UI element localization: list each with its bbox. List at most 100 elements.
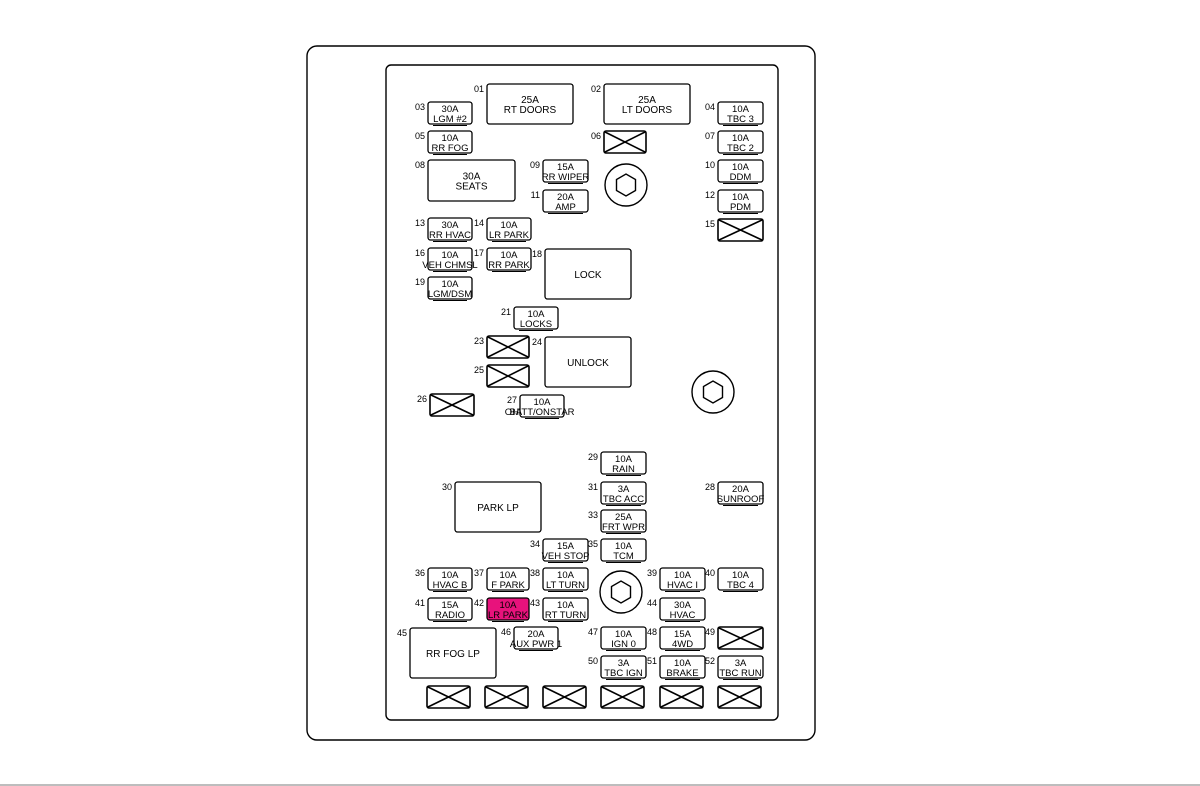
fuse-body bbox=[600, 538, 647, 562]
fuse-amperage: 20A bbox=[557, 192, 575, 203]
fuse-label: LR PARK bbox=[488, 610, 529, 621]
fuse-number: 19 bbox=[415, 277, 425, 287]
fuse-spare-1 bbox=[426, 685, 471, 709]
fuse-label: RADIO bbox=[435, 610, 465, 621]
fuse-number: 38 bbox=[530, 568, 540, 578]
fuse-number: 08 bbox=[415, 160, 425, 170]
fuse-amperage: 15A bbox=[557, 541, 575, 552]
fuse-amperage: 20A bbox=[732, 484, 750, 495]
fuse-number: 45 bbox=[397, 628, 407, 638]
fuse-body bbox=[486, 567, 530, 591]
fuse-label: TCM bbox=[613, 551, 634, 562]
fuse-body bbox=[717, 130, 764, 154]
fuse-label: 4WD bbox=[672, 639, 693, 650]
fuse-label: LOCKS bbox=[520, 319, 552, 330]
fuse-number: 35 bbox=[588, 539, 598, 549]
fuse-label: TBC RUN bbox=[719, 668, 761, 679]
fuse-number: 15 bbox=[705, 219, 715, 229]
fuse-label: F PARK bbox=[491, 580, 525, 591]
fuse-amperage: 15A bbox=[674, 629, 692, 640]
fuse-amperage: 3A bbox=[618, 658, 630, 669]
fuse-label: PDM bbox=[730, 202, 751, 213]
fuse-number: 47 bbox=[588, 627, 598, 637]
fuse-body bbox=[486, 83, 574, 125]
fuse-amperage: 10A bbox=[501, 250, 519, 261]
fuse-label: RR FOG LP bbox=[426, 649, 480, 660]
fuse-label: SUNROOF bbox=[717, 494, 765, 505]
fuse-body bbox=[600, 451, 647, 475]
fuse-body bbox=[717, 189, 764, 213]
fuse-number: 14 bbox=[474, 218, 484, 228]
fuse-label: RR FOG bbox=[432, 143, 469, 154]
fuse-number: 29 bbox=[588, 452, 598, 462]
fuse-number: 10 bbox=[705, 160, 715, 170]
fuse-amperage: 10A bbox=[528, 309, 546, 320]
fuse-body bbox=[427, 276, 473, 300]
fuse-body bbox=[542, 567, 589, 591]
fuse-body bbox=[544, 248, 632, 300]
fuse-number: 16 bbox=[415, 248, 425, 258]
fuse-amperage: 30A bbox=[442, 220, 460, 231]
empty-slot-cross-icon bbox=[543, 686, 586, 708]
fuse-body bbox=[659, 655, 706, 679]
empty-slot-cross-icon bbox=[718, 627, 763, 649]
fuse-number: 17 bbox=[474, 248, 484, 258]
fuse-25: 25 bbox=[474, 364, 530, 388]
fuse-label: BRAKE bbox=[666, 668, 698, 679]
fuse-number: 36 bbox=[415, 568, 425, 578]
fuse-number: 24 bbox=[532, 337, 542, 347]
fuse-body bbox=[600, 655, 647, 679]
fuse-amperage: 25A bbox=[521, 95, 539, 106]
highlighted-fuse-body bbox=[486, 597, 530, 621]
fuse-amperage: 10A bbox=[442, 133, 460, 144]
fuse-number: 01 bbox=[474, 84, 484, 94]
fuse-amperage: 10A bbox=[557, 600, 575, 611]
empty-slot-cross-icon bbox=[487, 365, 529, 387]
fuse-label: HVAC B bbox=[433, 580, 468, 591]
fuse-number: 05 bbox=[415, 131, 425, 141]
fuse-label: LGM #2 bbox=[433, 114, 467, 125]
fuse-number: 06 bbox=[591, 131, 601, 141]
empty-slot-cross-icon bbox=[604, 131, 646, 153]
fuse-label: TBC 2 bbox=[727, 143, 754, 154]
fuse-number: 50 bbox=[588, 656, 598, 666]
fuse-amperage: 10A bbox=[615, 541, 633, 552]
fuse-number: 27 bbox=[507, 395, 517, 405]
fuse-number: 26 bbox=[417, 394, 427, 404]
fuse-26: 26 bbox=[417, 393, 475, 417]
fuse-06: 06 bbox=[591, 130, 647, 154]
fuse-45: 45 RR FOG LP bbox=[397, 627, 497, 679]
fuse-body bbox=[717, 159, 764, 183]
fuse-label: DDM bbox=[730, 172, 752, 183]
fuse-body bbox=[542, 597, 589, 621]
fuse-number: 41 bbox=[415, 598, 425, 608]
fuse-spare-5 bbox=[659, 685, 704, 709]
fuse-body bbox=[542, 159, 589, 183]
fuse-amperage: 10A bbox=[732, 133, 750, 144]
fuse-amperage: 10A bbox=[732, 162, 750, 173]
fuse-number: 46 bbox=[501, 627, 511, 637]
fuse-label: UNLOCK bbox=[567, 358, 609, 369]
fuse-amperage: 30A bbox=[463, 172, 481, 183]
fuse-body bbox=[454, 481, 542, 533]
fuse-body bbox=[513, 626, 559, 650]
fuse-spare-6 bbox=[717, 685, 762, 709]
